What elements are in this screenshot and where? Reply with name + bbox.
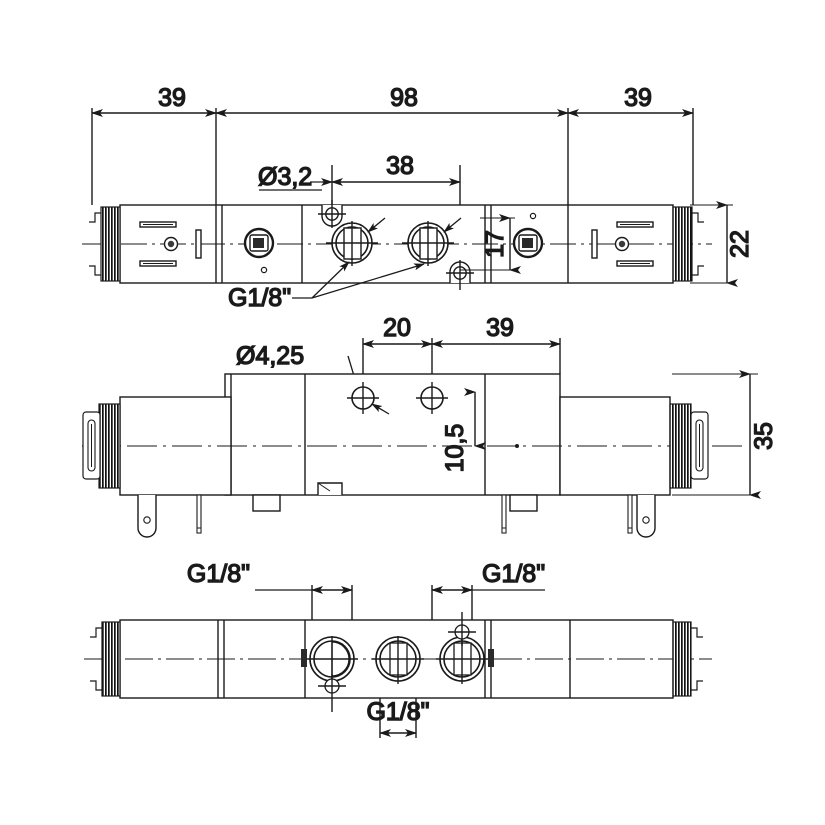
dim-20-label: 20 (383, 314, 411, 342)
bottom-g18-right-dim (431, 585, 545, 620)
front-view-center-dot (515, 444, 519, 448)
top-dimension-17 (460, 214, 521, 274)
bottom-left-coil-cap (90, 621, 121, 697)
callout-g18-bottom-center-label: G1/8" (366, 698, 429, 726)
dim-39-left-label: 39 (158, 84, 186, 112)
callout-g18-top-label: G1/8" (228, 284, 291, 312)
front-mounting-hole-left (347, 382, 379, 414)
dim-39-right-label: 39 (624, 84, 652, 112)
front-dimension-35 (672, 370, 761, 499)
right-manual-override-top (512, 212, 544, 259)
dim-35-label: 35 (750, 422, 778, 450)
bottom-port-1 (301, 636, 358, 712)
top-port-right (402, 221, 454, 266)
top-mounting-hole-right (446, 260, 474, 290)
left-coil-detail-top (139, 221, 202, 267)
left-coil-cap-top (89, 206, 121, 282)
bottom-right-coil-cap (672, 621, 703, 697)
top-view: 39 98 39 38 Ø3,2 (82, 83, 755, 313)
bottom-view: G1/8" G1/8" G1/8" (84, 559, 712, 738)
front-view: 20 39 Ø4,25 (82, 313, 779, 538)
bottom-port-2 (372, 636, 424, 684)
dim-38-label: 38 (386, 152, 414, 180)
left-manual-override-top (243, 227, 275, 274)
dim-22-label: 22 (726, 230, 754, 258)
right-coil-detail-top (591, 221, 654, 267)
bottom-port-3 (436, 612, 494, 684)
callout-g18-bottom-right-label: G1/8" (482, 560, 545, 588)
front-view-mounting-feet (137, 494, 656, 538)
front-right-coil-cap (669, 403, 709, 489)
callout-dia-3-2-label: Ø3,2 (258, 163, 312, 191)
front-left-coil-cap (82, 403, 121, 489)
front-view-notch (317, 482, 343, 495)
bottom-g18-left-dim (255, 585, 353, 620)
front-view-center-block (224, 373, 561, 496)
dim-10-5-label: 10,5 (441, 424, 469, 473)
dim-17-label: 17 (481, 230, 509, 258)
top-port-left (326, 221, 378, 266)
dim-98-label: 98 (390, 84, 418, 112)
bottom-g18-center-dim (379, 698, 417, 738)
top-dimension-22 (690, 201, 738, 287)
g18-leader-top (292, 261, 425, 299)
dim-39-front-label: 39 (486, 314, 514, 342)
callout-dia-4-25-label: Ø4,25 (236, 342, 304, 370)
callout-g18-bottom-left-label: G1/8" (187, 560, 250, 588)
top-mounting-hole-left (318, 200, 346, 228)
top-dimension-chain (91, 108, 694, 205)
right-coil-cap-top (672, 206, 704, 282)
front-mounting-hole-right (416, 382, 448, 414)
